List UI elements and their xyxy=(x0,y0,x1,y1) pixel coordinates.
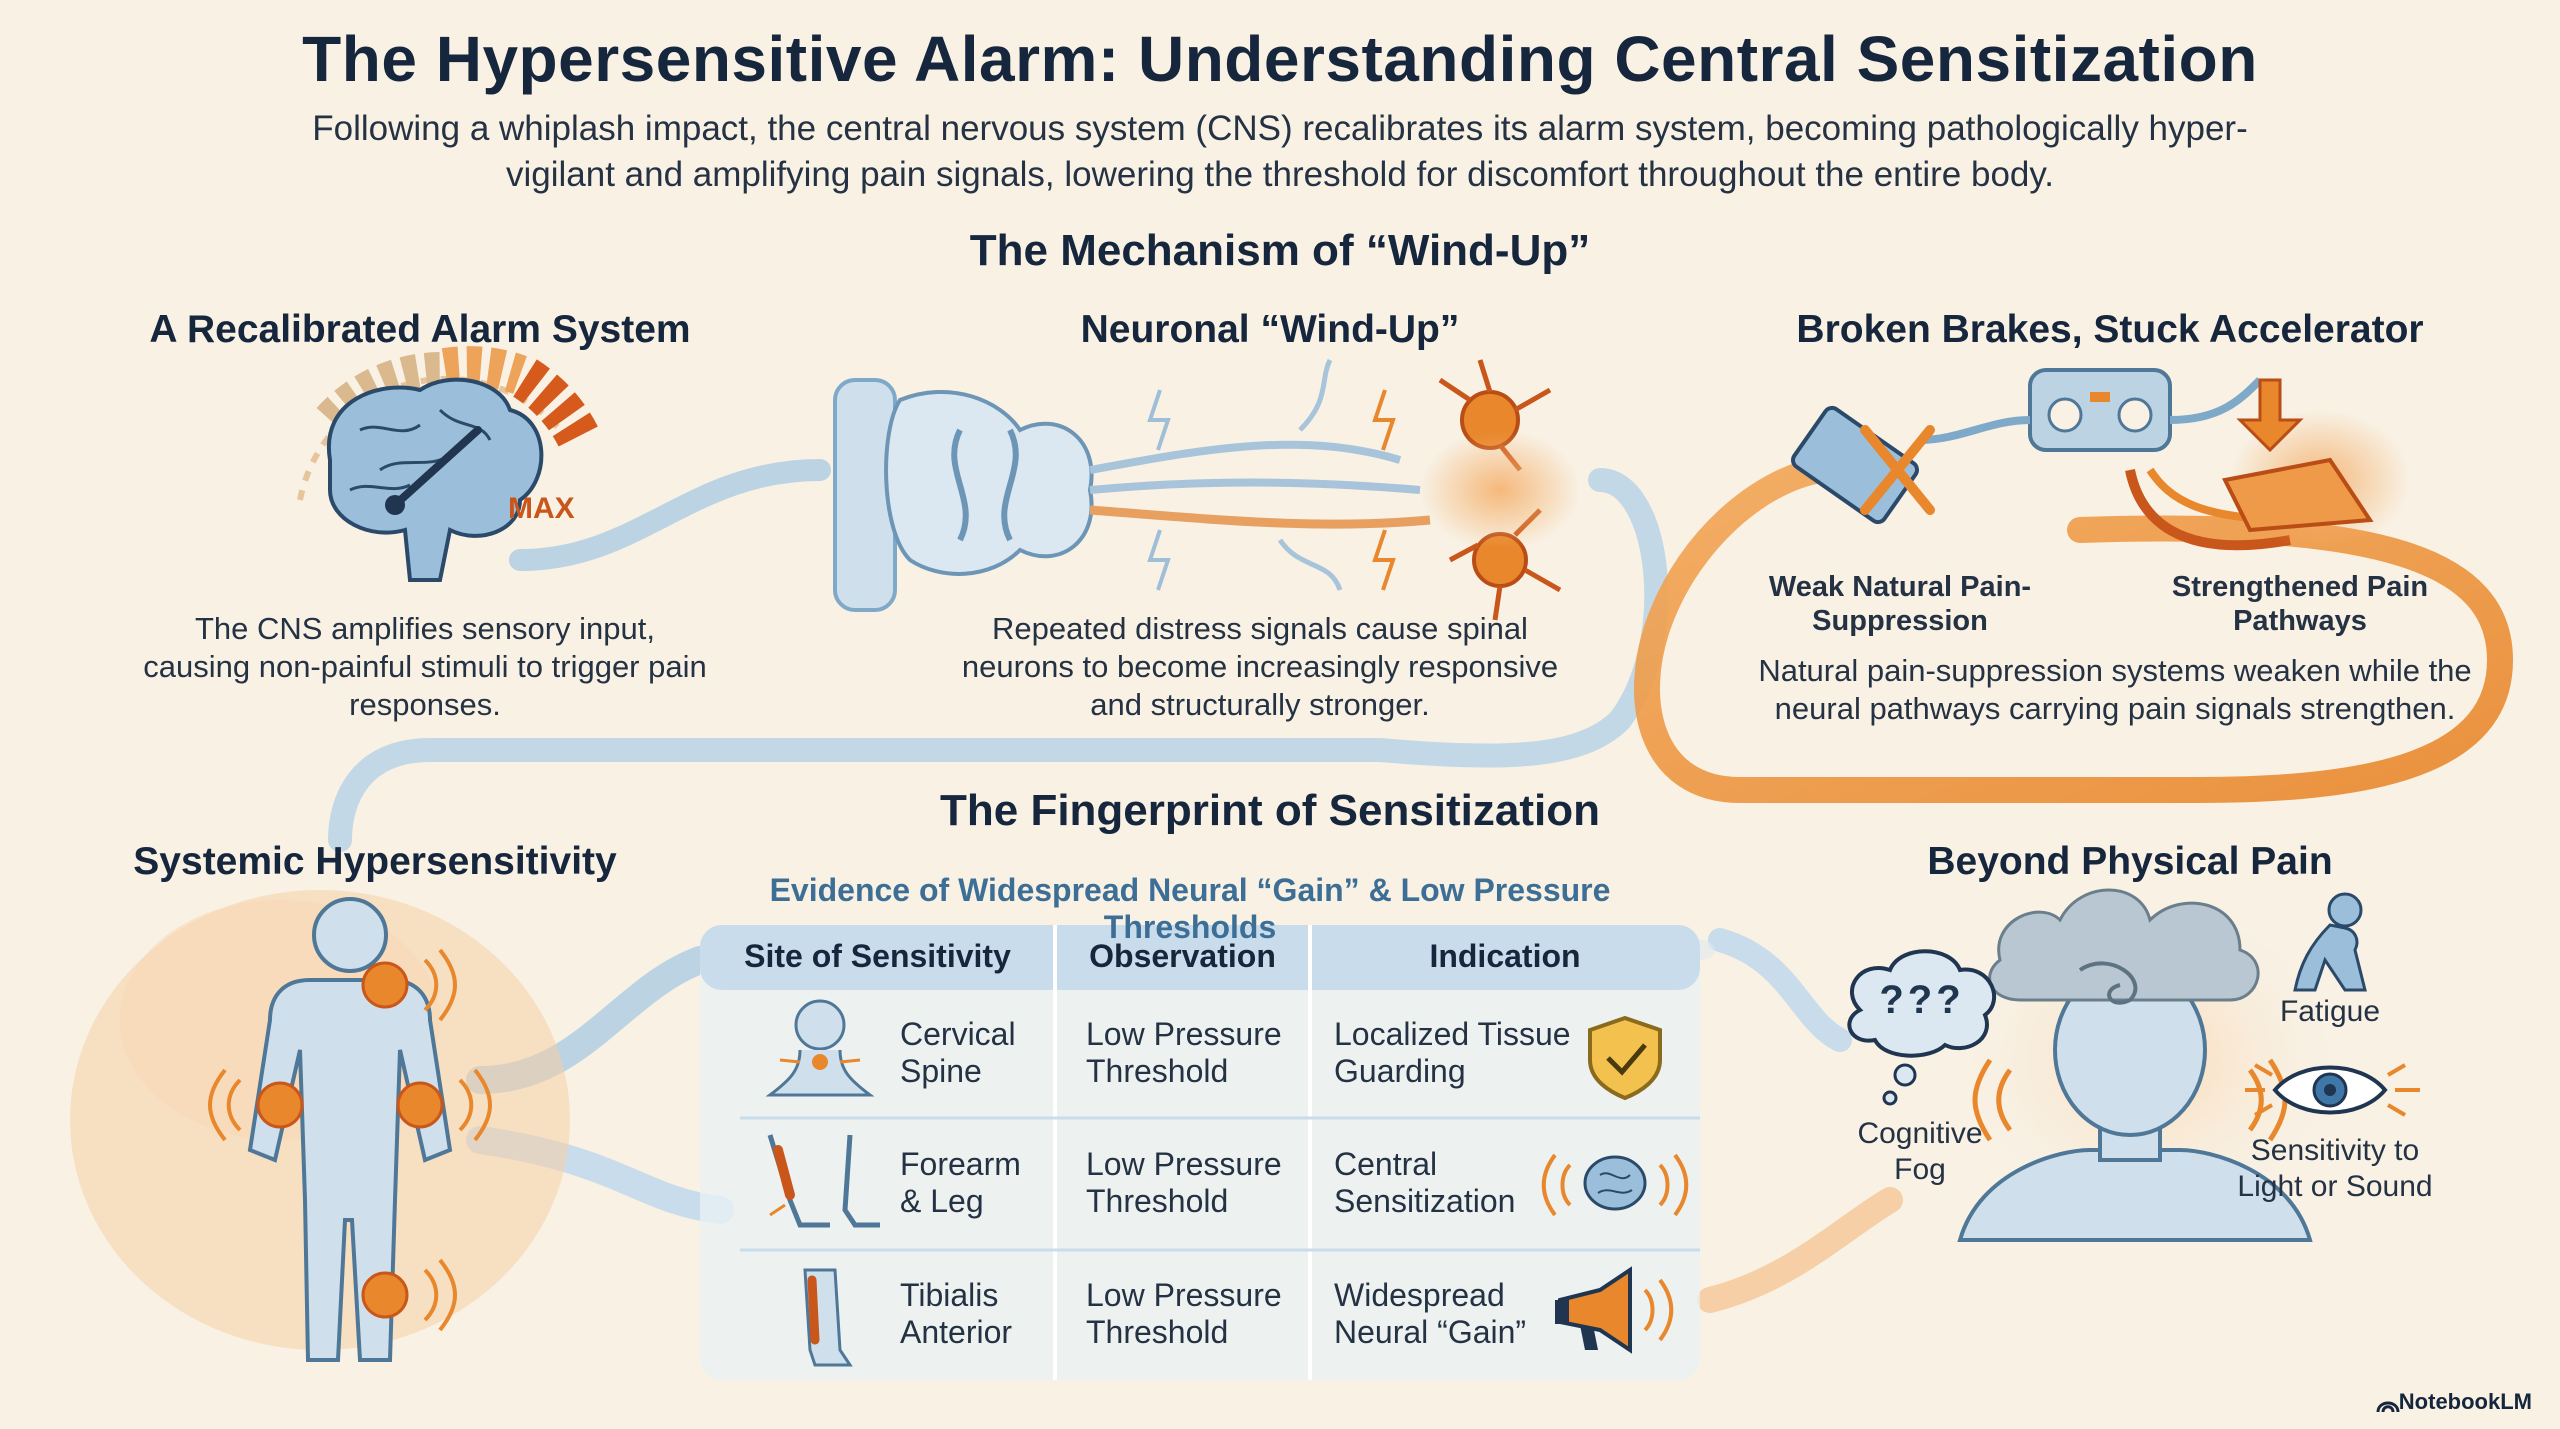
notebooklm-logo-icon xyxy=(2376,1401,2400,1413)
cognitive-fog-label: Cognitive Fog xyxy=(1857,1117,1983,1186)
shield-check-icon xyxy=(1588,1015,1662,1101)
mechanism-heading: The Mechanism of “Wind-Up” xyxy=(969,226,1591,275)
page-subtitle: Following a whiplash impact, the central… xyxy=(312,109,2248,194)
table-row-3-indication: Widespread Neural “Gain” xyxy=(1334,1277,1527,1350)
pain-point-neck xyxy=(361,948,457,1022)
megaphone-icon xyxy=(1555,1266,1674,1354)
cognitive-fog-question-marks: ??? xyxy=(1879,978,1965,1022)
brand-label: NotebookLM xyxy=(2398,1389,2532,1414)
thought-cloud-icon xyxy=(1847,949,1997,1106)
table-row-3-observation: Low Pressure Threshold xyxy=(1086,1277,1282,1350)
limbs-icon xyxy=(767,1134,880,1228)
brain-waves-icon xyxy=(1541,1153,1689,1217)
connector-ribbon xyxy=(328,468,1669,852)
page-title: The Hypersensitive Alarm: Understanding … xyxy=(302,23,2258,95)
sensitivity-label: Sensitivity to Light or Sound xyxy=(2237,1134,2433,1203)
label-weak-suppression: Weak Natural Pain-Suppression xyxy=(1768,571,2032,637)
pain-point-shin xyxy=(361,1258,457,1332)
panel-title-brakes: Broken Brakes, Stuck Accelerator xyxy=(1796,308,2424,351)
beyond-physical-pain-title: Beyond Physical Pain xyxy=(1927,840,2333,883)
spinal-neuron-icon xyxy=(833,358,1580,621)
head-fog-icon xyxy=(1950,888,2350,1242)
brake-accelerator-icon xyxy=(1791,368,2410,551)
systemic-hypersensitivity-title: Systemic Hypersensitivity xyxy=(133,840,617,883)
connector-ribbon-orange xyxy=(1697,1187,1903,1313)
table-header-site: Site of Sensitivity xyxy=(744,938,1011,974)
gauge-max-label: MAX xyxy=(508,492,575,525)
fingerprint-table-frame xyxy=(700,925,1715,1380)
panel-text-brakes: Natural pain-suppression systems weaken … xyxy=(1758,653,2472,726)
pain-point-left-arm xyxy=(208,1068,304,1142)
table-header-observation: Observation xyxy=(1089,938,1276,974)
table-row-1-site: Cervical Spine xyxy=(900,1016,1016,1089)
eye-icon xyxy=(2245,1063,2420,1117)
table-caption: Evidence of Widespread Neural “Gain” & L… xyxy=(769,872,1611,945)
fatigue-figure-icon xyxy=(2293,892,2367,992)
panel-title-alarm: A Recalibrated Alarm System xyxy=(149,308,691,351)
human-figure-icon xyxy=(70,890,570,1362)
table-row-2-indication: Central Sensitization xyxy=(1334,1146,1516,1219)
table-row-2-site: Forearm & Leg xyxy=(900,1146,1021,1219)
fingerprint-heading: The Fingerprint of Sensitization xyxy=(940,786,1600,835)
panel-text-alarm: The CNS amplifies sensory input, causing… xyxy=(143,611,707,722)
neck-icon xyxy=(765,999,875,1097)
brain-gauge-icon xyxy=(297,346,600,582)
table-row-2-observation: Low Pressure Threshold xyxy=(1086,1146,1282,1219)
pain-point-right-arm xyxy=(396,1068,492,1142)
table-row-3-site: Tibialis Anterior xyxy=(900,1277,1013,1350)
connector-ribbon xyxy=(509,459,831,571)
label-strengthened-pathways: Strengthened Pain Pathways xyxy=(2171,571,2429,637)
panel-text-windup: Repeated distress signals cause spinal n… xyxy=(961,611,1559,722)
table-row-1-observation: Low Pressure Threshold xyxy=(1086,1016,1282,1089)
table-header-indication: Indication xyxy=(1429,938,1581,974)
connector-ribbon xyxy=(1708,928,1852,1052)
connector-ribbon-orange xyxy=(1634,457,2514,803)
panel-title-windup: Neuronal “Wind-Up” xyxy=(1080,308,1460,351)
fatigue-label: Fatigue xyxy=(2279,995,2381,1028)
shin-icon xyxy=(803,1268,853,1367)
table-row-1-indication: Localized Tissue Guarding xyxy=(1334,1016,1571,1089)
